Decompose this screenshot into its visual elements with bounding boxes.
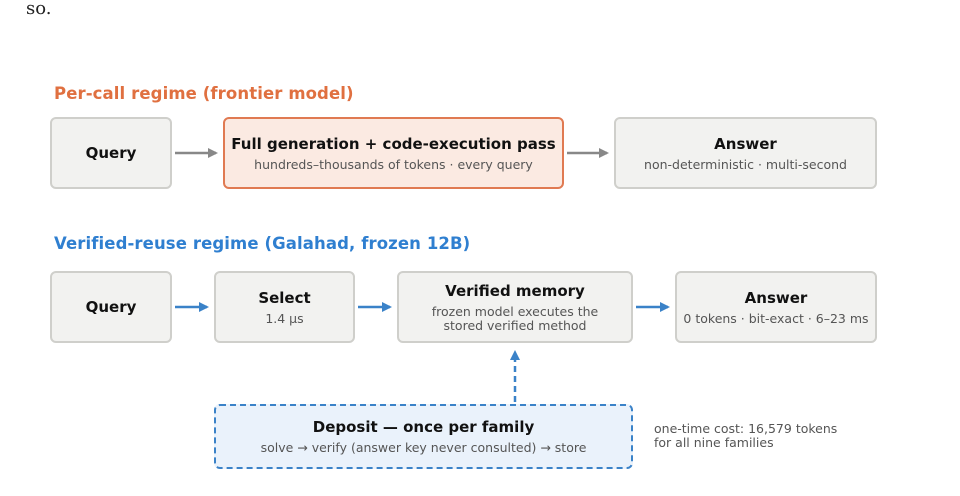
full-generation-sub: hundreds–thousands of tokens · every que… — [254, 156, 533, 172]
percall-query-label: Query — [85, 144, 137, 162]
deposit-box: Deposit — once per family solve → verify… — [214, 404, 633, 469]
deposit-cost-line1: one-time cost: 16,579 tokens — [654, 421, 838, 436]
reuse-answer-box: Answer 0 tokens · bit-exact · 6–23 ms — [675, 271, 877, 343]
full-generation-title: Full generation + code-execution pass — [231, 134, 556, 153]
reuse-answer-title: Answer — [744, 288, 808, 307]
reuse-query-box: Query — [50, 271, 172, 343]
verified-memory-sub-line2: stored verified method — [443, 317, 587, 333]
deposit-cost-line2: for all nine families — [654, 435, 774, 450]
reuse-query-label: Query — [85, 298, 137, 316]
deposit-cost-note: one-time cost: 16,579 tokens for all nin… — [654, 422, 854, 450]
deposit-title: Deposit — once per family — [312, 418, 535, 436]
select-title: Select — [258, 288, 311, 307]
percall-answer-title: Answer — [714, 134, 777, 153]
verified-memory-box: Verified memory frozen model executes th… — [397, 271, 633, 343]
reuse-answer-sub: 0 tokens · bit-exact · 6–23 ms — [683, 310, 869, 326]
percall-query-box: Query — [50, 117, 172, 189]
percall-answer-box: Answer non-deterministic · multi-second — [614, 117, 877, 189]
verified-memory-sub-line1: frozen model executes the — [431, 303, 599, 319]
percall-regime-title: Per-call regime (frontier model) — [54, 84, 354, 103]
reuse-regime-title: Verified-reuse regime (Galahad, frozen 1… — [54, 234, 471, 253]
select-sub: 1.4 μs — [265, 310, 304, 326]
full-generation-box: Full generation + code-execution pass hu… — [223, 117, 564, 189]
deposit-sub: solve → verify (answer key never consult… — [260, 440, 587, 455]
verified-memory-title: Verified memory — [445, 281, 585, 300]
stray-text: so. — [26, 0, 52, 19]
select-box: Select 1.4 μs — [214, 271, 355, 343]
percall-answer-sub: non-deterministic · multi-second — [644, 156, 847, 172]
